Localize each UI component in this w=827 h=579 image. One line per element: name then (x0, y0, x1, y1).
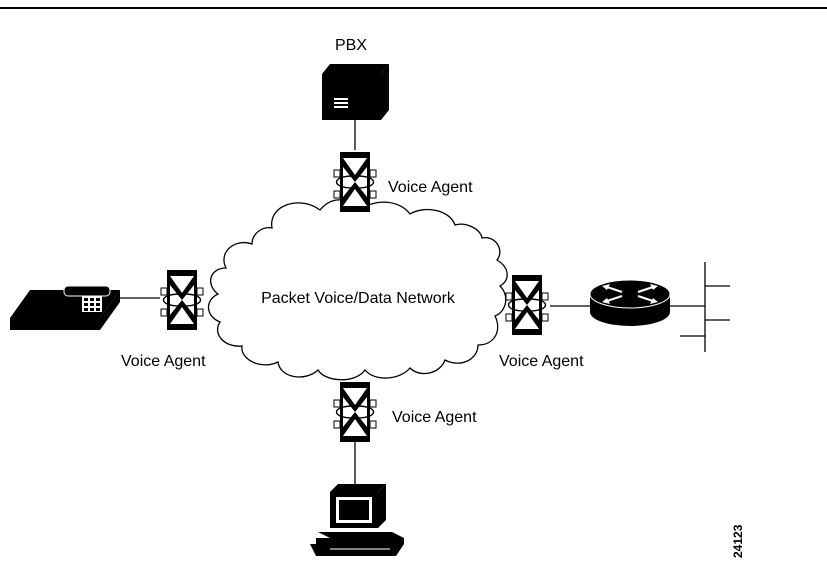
pbx-label: PBX (335, 37, 367, 54)
figure-id: 24123 (731, 524, 745, 558)
network-label: Packet Voice/Data Network (261, 290, 456, 307)
voice-agent-right-label: Voice Agent (499, 353, 584, 370)
pbx-icon (322, 64, 389, 120)
voice-agent-top-icon (333, 151, 377, 213)
voice-agent-top-label: Voice Agent (388, 179, 473, 196)
router-icon (589, 279, 671, 326)
voice-agent-bottom-icon (333, 381, 377, 443)
network-cloud (207, 199, 508, 381)
computer-icon (310, 484, 404, 556)
telephone-icon (10, 285, 120, 330)
lan-segment (670, 262, 730, 352)
voice-agent-left-icon (160, 269, 204, 331)
voice-agent-left-label: Voice Agent (121, 353, 206, 370)
voice-agent-bottom-label: Voice Agent (392, 409, 477, 426)
voice-agent-right-icon (505, 274, 549, 336)
